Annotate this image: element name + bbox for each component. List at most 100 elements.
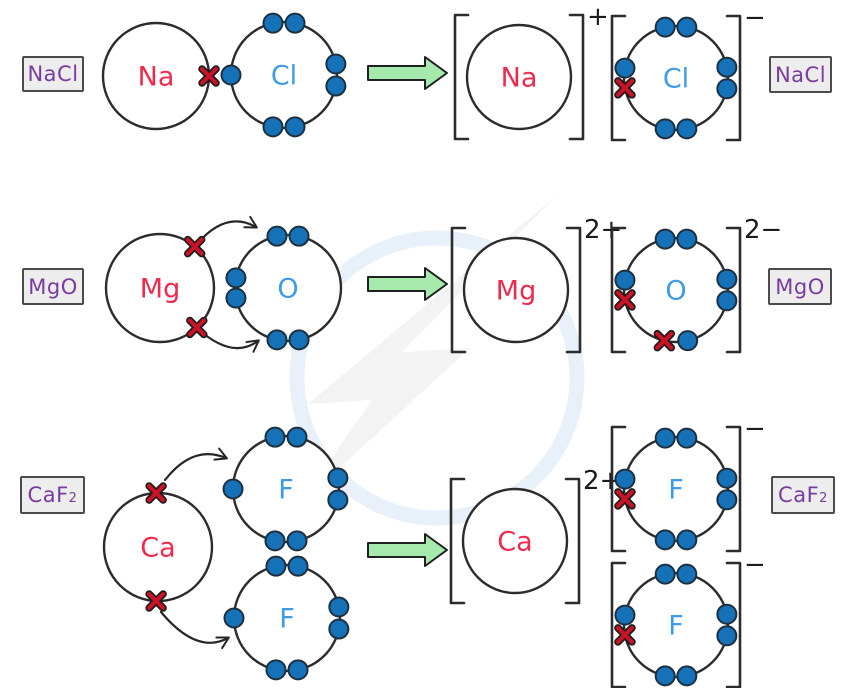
- charge-label: 2−: [744, 215, 782, 245]
- element-symbol: Na: [138, 62, 175, 93]
- atom-o: O: [225, 225, 343, 351]
- element-symbol: Ca: [140, 533, 175, 564]
- bracket-left: [610, 561, 627, 688]
- electron-dot: [677, 330, 699, 352]
- ion-o: 2− O: [610, 215, 782, 354]
- electron-dot: [222, 478, 244, 500]
- electron-transfer-arrow-icon: [163, 447, 228, 482]
- compound-formula: NaCl: [27, 62, 79, 86]
- ion-f: −F: [610, 414, 766, 553]
- electron-dot: [716, 467, 738, 489]
- electron-dot: [676, 563, 698, 585]
- compound-label-mgo-left: MgO: [22, 268, 84, 305]
- electron-dot: [676, 228, 698, 250]
- ion-mg: 2+Mg: [450, 215, 622, 354]
- electron-cross: [614, 488, 636, 510]
- atom-f: F: [222, 426, 349, 552]
- electron-dot: [716, 489, 738, 511]
- electron-dot: [676, 529, 698, 551]
- compound-label-nacl-right: NaCl: [769, 56, 832, 93]
- reaction-arrow-icon: [367, 533, 448, 567]
- electron-cross: [145, 482, 167, 504]
- electron-dot: [284, 116, 306, 138]
- electron-dot: [288, 329, 310, 351]
- electron-dot: [265, 555, 287, 577]
- electron-dot: [286, 426, 308, 448]
- bracket-right: [568, 13, 585, 141]
- electron-dot: [264, 530, 286, 552]
- electron-transfer-arrow-icon: [195, 215, 258, 246]
- bracket-left: [610, 226, 627, 354]
- electron-dot: [223, 607, 245, 629]
- watermark-ring: [289, 230, 585, 526]
- element-symbol: F: [278, 475, 294, 506]
- bracket-left: [610, 425, 627, 553]
- electron-dot: [262, 12, 284, 34]
- electron-dot: [614, 57, 636, 79]
- electron-dot: [328, 596, 350, 618]
- electron-dot: [265, 659, 287, 681]
- electron-shell-circle: [462, 236, 570, 344]
- electron-dot: [328, 618, 350, 640]
- compound-label-nacl-left: NaCl: [22, 56, 84, 92]
- electron-dot: [614, 269, 636, 291]
- row-mgo: Mg O 2+Mg 2− O: [104, 215, 782, 354]
- bracket-right: [725, 561, 742, 688]
- electron-dot: [266, 329, 288, 351]
- electron-dot: [614, 468, 636, 490]
- atom-f: F: [223, 555, 350, 681]
- electron-cross: [614, 289, 636, 311]
- electron-cross: [145, 590, 167, 612]
- element-symbol: Cl: [663, 64, 689, 95]
- electron-cross: [183, 235, 206, 258]
- element-symbol: F: [279, 604, 295, 635]
- charge-label: −: [744, 550, 766, 580]
- electron-shell-circle: [465, 23, 573, 131]
- compound-formula: CaF: [27, 483, 69, 507]
- electron-cross: [198, 65, 220, 87]
- electron-dot: [325, 53, 347, 75]
- bracket-left: [453, 13, 470, 141]
- element-symbol: Ca: [497, 527, 532, 558]
- watermark-bolt-icon: [298, 196, 556, 506]
- bracket-right: [725, 425, 742, 553]
- electron-dot: [654, 563, 676, 585]
- compound-formula: MgO: [775, 274, 825, 299]
- electron-dot: [284, 12, 306, 34]
- electron-shell-circle: [104, 232, 216, 344]
- electron-cross: [614, 77, 636, 99]
- electron-cross: [186, 316, 208, 339]
- element-symbol: Mg: [140, 274, 180, 305]
- ion-f: −F: [610, 550, 766, 688]
- electron-dot: [225, 267, 247, 289]
- electron-dot: [287, 659, 309, 681]
- electron-cross: [653, 329, 676, 352]
- element-symbol: F: [668, 611, 684, 642]
- electron-transfer-arrow-icon: [195, 326, 260, 353]
- atom-ca: Ca: [102, 482, 214, 612]
- electron-dot: [325, 75, 347, 97]
- bracket-left: [610, 14, 627, 142]
- bracket-right: [565, 226, 582, 354]
- electron-transfer-arrow-icon: [159, 610, 230, 650]
- electron-dot: [716, 625, 738, 647]
- electron-dot: [716, 78, 738, 100]
- ion-na: +Na: [453, 2, 609, 141]
- electron-dot: [716, 56, 738, 78]
- compound-formula: MgO: [28, 274, 78, 299]
- element-symbol: O: [665, 276, 686, 307]
- bracket-left: [450, 226, 467, 354]
- element-symbol: F: [668, 475, 684, 506]
- bracket-right: [725, 226, 742, 354]
- reaction-arrow-icon: [367, 56, 448, 90]
- electron-shell-circle: [461, 487, 569, 595]
- electron-dot: [286, 530, 308, 552]
- electron-dot: [654, 427, 676, 449]
- electron-dot: [327, 467, 349, 489]
- electron-dot: [288, 225, 310, 247]
- compound-label-mgo-right: MgO: [768, 268, 832, 305]
- electron-dot: [676, 16, 698, 38]
